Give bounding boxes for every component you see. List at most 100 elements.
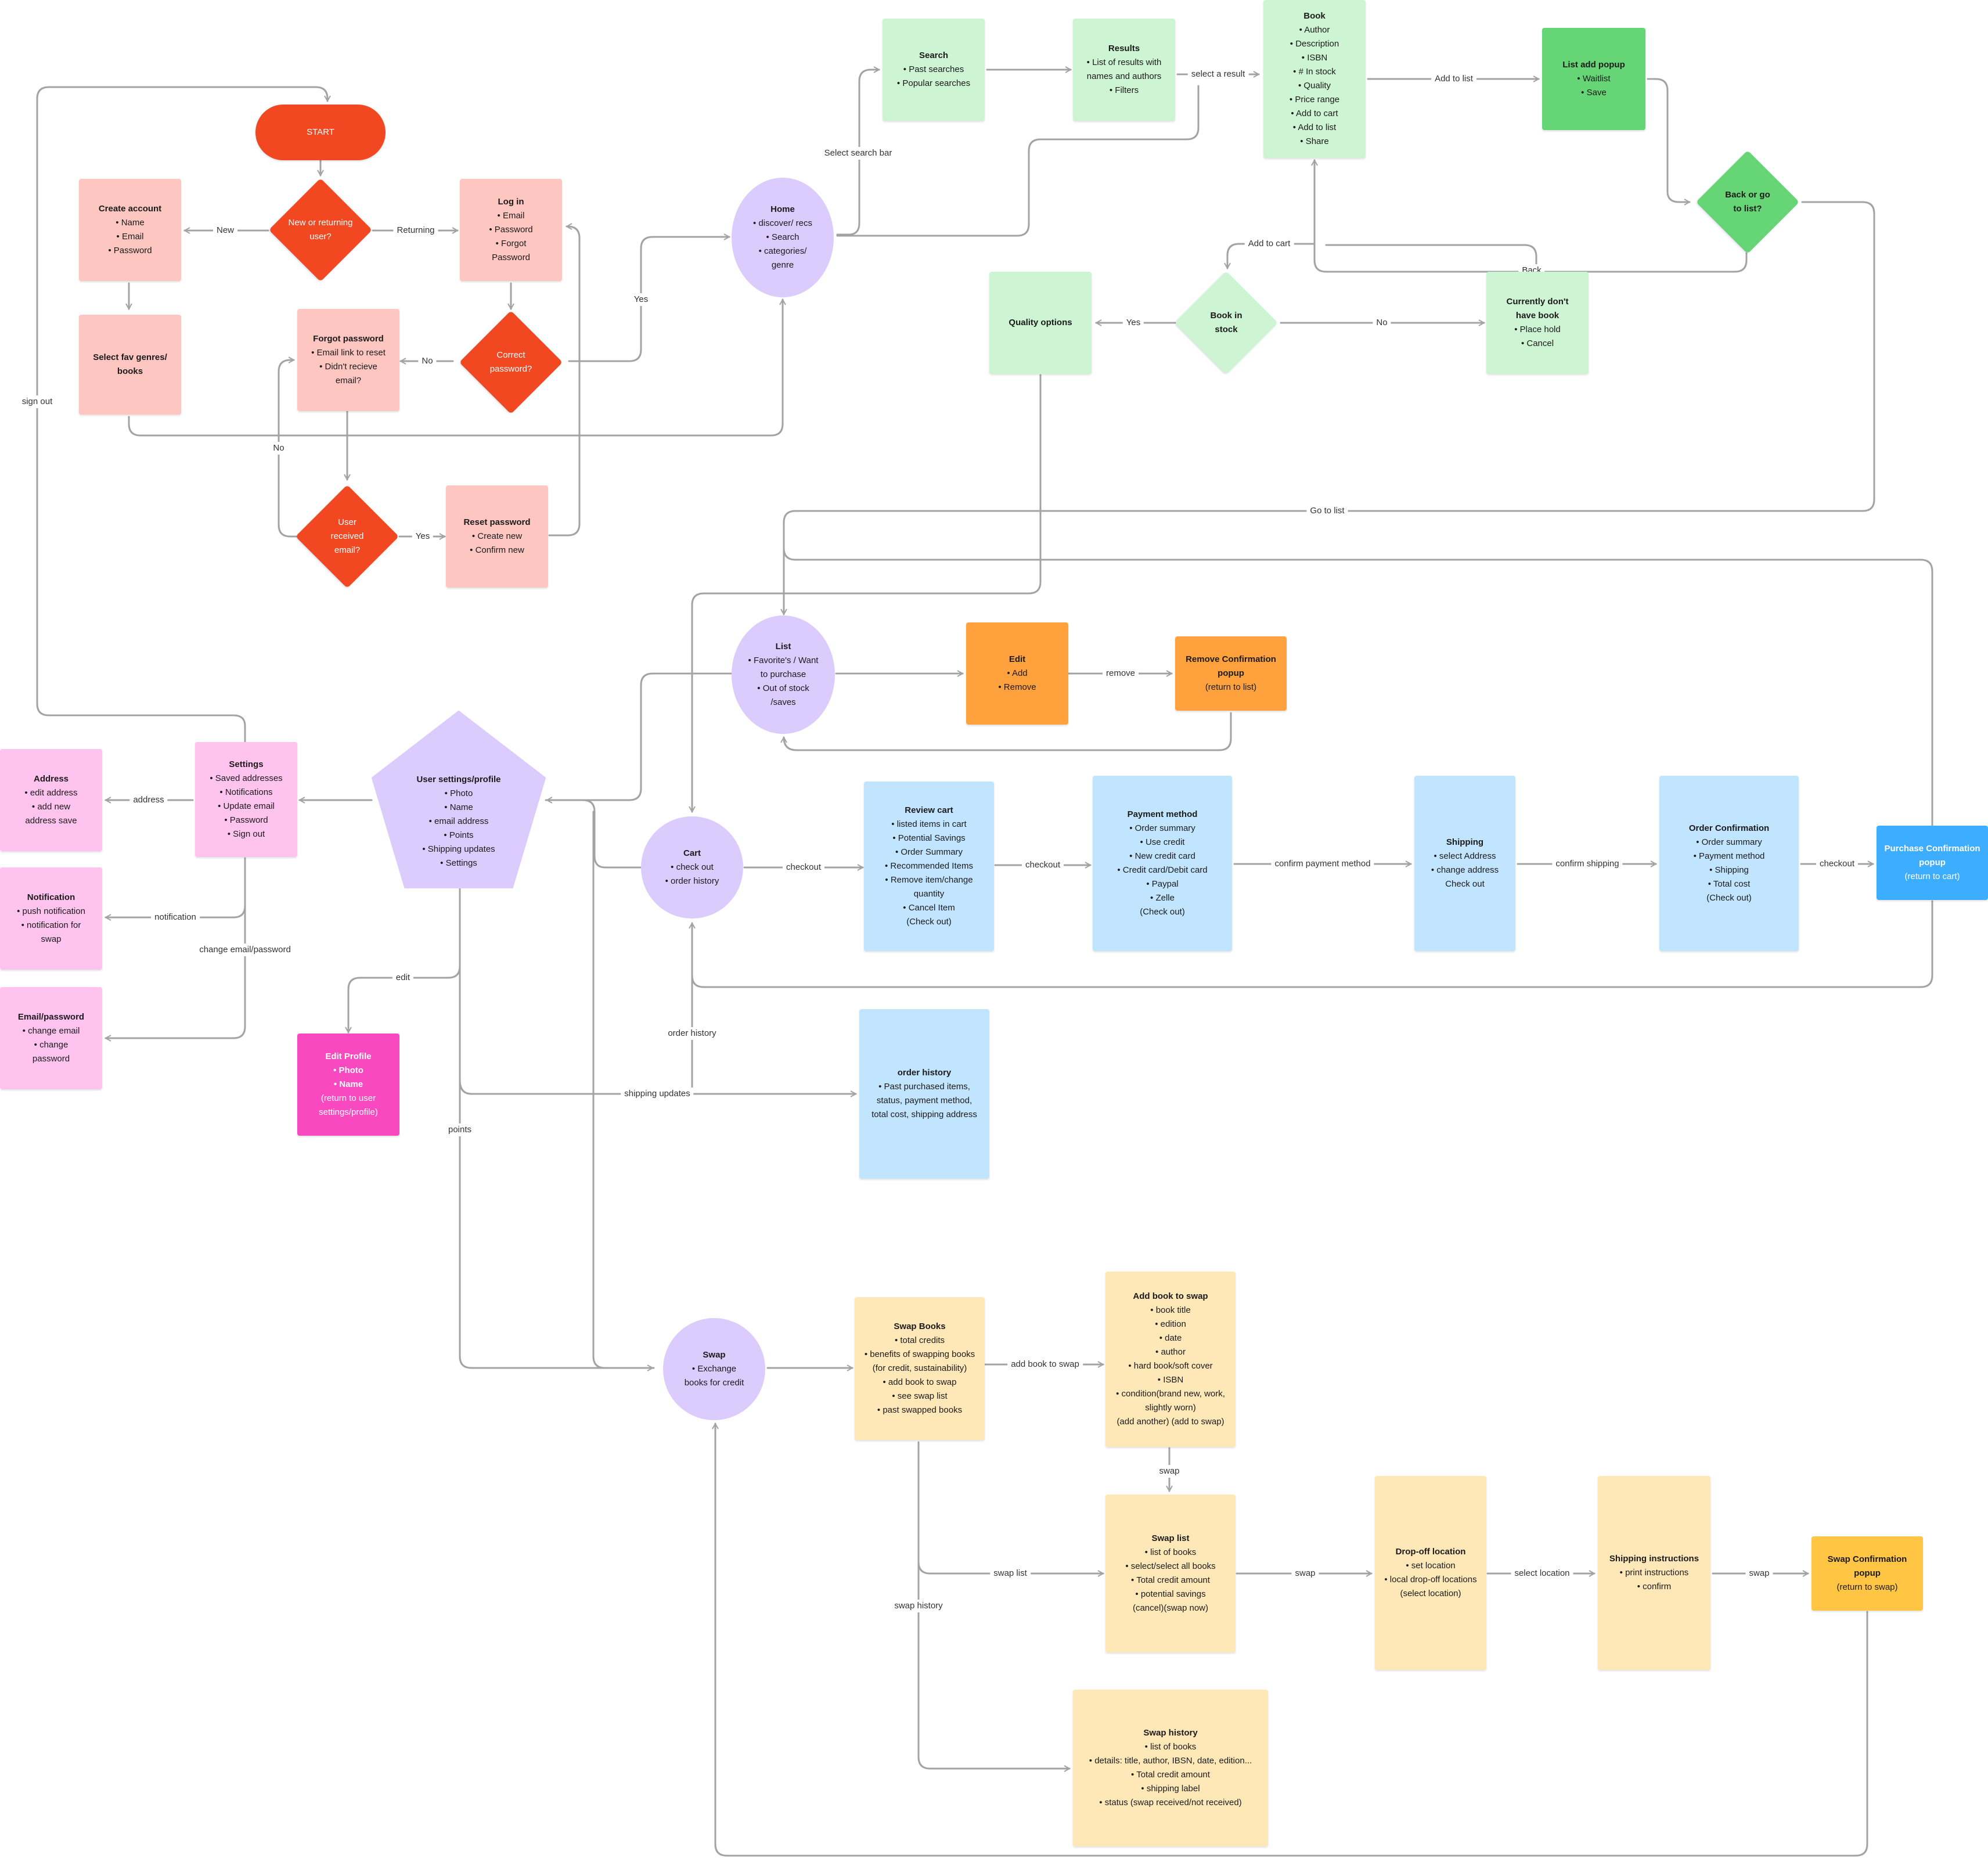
- quality-options-node[interactable]: Quality options: [989, 272, 1092, 374]
- decision-user-received[interactable]: User received email?: [295, 484, 399, 589]
- review-cart-node[interactable]: Review cart listed items in cart Potenti…: [864, 782, 994, 951]
- decision-label: User received email?: [330, 517, 364, 555]
- node-item: Author: [1299, 23, 1330, 37]
- notification-node[interactable]: Notification push notification notificat…: [0, 867, 102, 970]
- node-item: Potential Savings: [892, 831, 966, 845]
- edge-back-book: [1314, 160, 1748, 273]
- edge-label-swap-history: swap history: [891, 1600, 946, 1612]
- remove-confirmation-popup-node[interactable]: Remove Confirmation popup (return to lis…: [1175, 636, 1287, 711]
- node-item: List of results with names and authors: [1085, 56, 1164, 84]
- cart-node[interactable]: Cart check out order history: [641, 816, 743, 919]
- swap-list-node[interactable]: Swap list list of books select/select al…: [1105, 1495, 1236, 1652]
- node-item: Order Summary: [895, 845, 963, 859]
- edit-node[interactable]: Edit Add Remove: [966, 622, 1068, 725]
- node-item: confirm: [1637, 1580, 1671, 1594]
- home-node[interactable]: Home discover/ recs Search categories/ g…: [732, 178, 834, 297]
- node-title: Email/password: [17, 1012, 85, 1022]
- node-item: Total credit amount: [1131, 1768, 1210, 1782]
- node-title: Review cart: [905, 805, 953, 815]
- node-item: change email: [23, 1024, 80, 1038]
- order-confirmation-node[interactable]: Order Confirmation Order summary Payment…: [1659, 776, 1799, 951]
- edge-user-swap: [459, 963, 653, 1368]
- purchase-confirmation-popup-node[interactable]: Purchase Confirmation popup (return to c…: [1877, 826, 1988, 900]
- edge-label-swap-2: swap: [1745, 1567, 1773, 1580]
- edge-listadd-back: [1647, 78, 1690, 202]
- decision-new-or-returning[interactable]: New or returning user?: [268, 178, 373, 282]
- edge-label-select-location: select location: [1511, 1567, 1573, 1580]
- list-node[interactable]: List Favorite's / Want to purchase Out o…: [732, 615, 835, 734]
- node-title: Notification: [27, 892, 75, 902]
- node-title: Log in: [498, 197, 524, 207]
- node-item: date: [1159, 1331, 1182, 1345]
- shipping-instructions-node[interactable]: Shipping instructions print instructions…: [1598, 1476, 1710, 1670]
- node-item: Cancel: [1521, 337, 1554, 351]
- order-history-node[interactable]: order history Past purchased items, stat…: [859, 1009, 989, 1179]
- edit-profile-node[interactable]: Edit Profile Photo Name (return to user …: [297, 1034, 399, 1136]
- add-book-to-swap-node[interactable]: Add book to swap book title edition date…: [1105, 1272, 1236, 1447]
- email-password-node[interactable]: Email/password change email change passw…: [0, 987, 102, 1089]
- edge-popup-swap: [715, 1424, 1868, 1857]
- address-node[interactable]: Address edit address add new address sav…: [0, 749, 102, 851]
- node-item: Order summary: [1696, 836, 1762, 849]
- edge-currently-book: [1325, 244, 1537, 272]
- node-title: Address: [33, 774, 69, 784]
- list-add-popup-node[interactable]: List add popup Waitlist Save: [1542, 28, 1645, 130]
- edge-book-addtocart: [1227, 243, 1316, 268]
- decision-label: New or returning user?: [288, 218, 353, 242]
- node-item: Saved addresses: [210, 772, 283, 786]
- node-item: Search: [766, 231, 799, 244]
- book-node[interactable]: Book Author Description ISBN # In stock …: [1263, 0, 1366, 158]
- edge-label-yes-home: Yes: [630, 293, 652, 306]
- user-settings-profile-node[interactable]: User settings/profile Photo Name email a…: [372, 711, 546, 888]
- node-item: Sign out: [228, 827, 265, 841]
- node-item: Password: [489, 223, 533, 237]
- forgot-password-node[interactable]: Forgot password Email link to reset Didn…: [297, 309, 399, 411]
- results-node[interactable]: Results List of results with names and a…: [1073, 19, 1175, 121]
- edge-reset-login: [548, 226, 581, 536]
- select-genres-node[interactable]: Select fav genres/ books: [79, 315, 181, 415]
- node-item: Exchange books for credit: [684, 1362, 744, 1390]
- shipping-node[interactable]: Shipping select Address change address C…: [1414, 776, 1515, 951]
- reset-password-node[interactable]: Reset password Create new Confirm new: [446, 485, 548, 588]
- start-node[interactable]: START: [255, 105, 386, 160]
- node-item: Use credit: [1140, 836, 1185, 849]
- node-item: status (swap received/not received): [1099, 1796, 1242, 1810]
- node-title: Cart: [683, 848, 701, 858]
- node-title: Shipping: [1446, 837, 1484, 847]
- edge-label-swap-down: swap: [1155, 1465, 1183, 1478]
- decision-back-or-list[interactable]: Back or go to list?: [1694, 150, 1801, 254]
- node-item: benefits of swapping books (for credit, …: [863, 1348, 977, 1376]
- swap-confirmation-popup-node[interactable]: Swap Confirmation popup (return to swap): [1811, 1536, 1923, 1611]
- node-item: email address: [429, 815, 488, 829]
- edge-user-list: [545, 672, 733, 801]
- node-item: change address: [1431, 863, 1499, 877]
- decision-book-in-stock[interactable]: Book in stock: [1174, 271, 1278, 375]
- edge-label-add-book-to-swap: add book to swap: [1007, 1358, 1083, 1371]
- edge-label-address: address: [129, 794, 168, 806]
- settings-node[interactable]: Settings Saved addresses Notifications U…: [195, 742, 297, 857]
- drop-off-location-node[interactable]: Drop-off location set location local dro…: [1375, 1476, 1486, 1670]
- node-item: print instructions: [1620, 1566, 1688, 1580]
- edge-label-select-search-bar: Select search bar: [820, 147, 896, 160]
- node-item: Total credit amount: [1131, 1573, 1210, 1587]
- edge-label-confirm-payment: confirm payment method: [1271, 858, 1374, 870]
- payment-method-node[interactable]: Payment method Order summary Use credit …: [1093, 776, 1232, 951]
- node-title: Settings: [229, 759, 264, 769]
- node-item: edit address: [24, 786, 78, 800]
- create-account-node[interactable]: Create account Name Email Password: [79, 179, 181, 281]
- node-item: Quality: [1298, 79, 1331, 93]
- swap-history-node[interactable]: Swap history list of books details: titl…: [1073, 1690, 1268, 1846]
- node-item: Name: [116, 216, 145, 230]
- login-node[interactable]: Log in Email Password Forgot Password: [460, 179, 562, 281]
- edge-swapbooks-history: [917, 1561, 1069, 1769]
- node-item: Create new: [472, 530, 522, 543]
- swap-books-node[interactable]: Swap Books total credits benefits of swa…: [855, 1297, 985, 1440]
- currently-dont-have-node[interactable]: Currently don't have book Place hold Can…: [1486, 272, 1589, 374]
- node-title: Remove Confirmation popup: [1186, 654, 1276, 678]
- decision-correct-password[interactable]: Correct password?: [453, 310, 569, 415]
- search-node[interactable]: Search Past searches Popular searches: [883, 19, 985, 121]
- edge-label-checkout-1: checkout: [782, 861, 825, 874]
- node-item: author: [1155, 1345, 1186, 1359]
- edge-user-shipping: [459, 1079, 856, 1094]
- swap-node[interactable]: Swap Exchange books for credit: [663, 1318, 765, 1420]
